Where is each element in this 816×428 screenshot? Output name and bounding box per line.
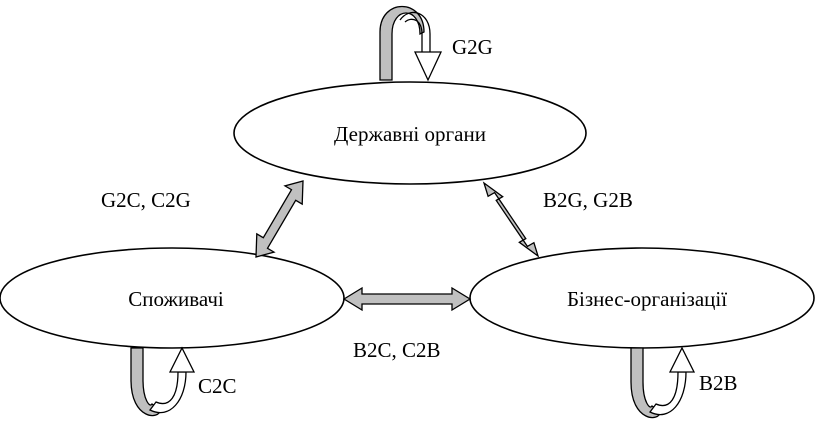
relation-g2g-label: G2G	[452, 35, 493, 59]
arrow-government-business	[482, 181, 540, 258]
consumers-node	[0, 247, 345, 349]
loop-c2c-arrowhead	[168, 346, 196, 373]
loop-c2c-front	[149, 371, 187, 414]
arrow-government-consumers	[255, 180, 304, 258]
arrow-consumers-business	[342, 286, 472, 312]
relation-b2c-c2b-label: B2C, C2B	[353, 338, 441, 362]
government-label: Державні органи	[334, 122, 486, 146]
relation-b2b-label: B2B	[699, 371, 738, 395]
relation-g2c-c2g-label: G2C, C2G	[101, 188, 191, 212]
business-label: Бізнес-організації	[567, 287, 727, 311]
loop-g2g-arrowhead	[413, 51, 443, 82]
loop-b2b-front	[649, 371, 687, 416]
loop-g2g-front	[399, 11, 431, 52]
loop-b2b-arrowhead	[668, 346, 696, 373]
relation-c2c-label: C2C	[198, 374, 237, 398]
relation-b2g-g2b-label: B2G, G2B	[543, 188, 633, 212]
consumers-label: Споживачі	[128, 287, 224, 311]
government-node	[233, 81, 587, 185]
